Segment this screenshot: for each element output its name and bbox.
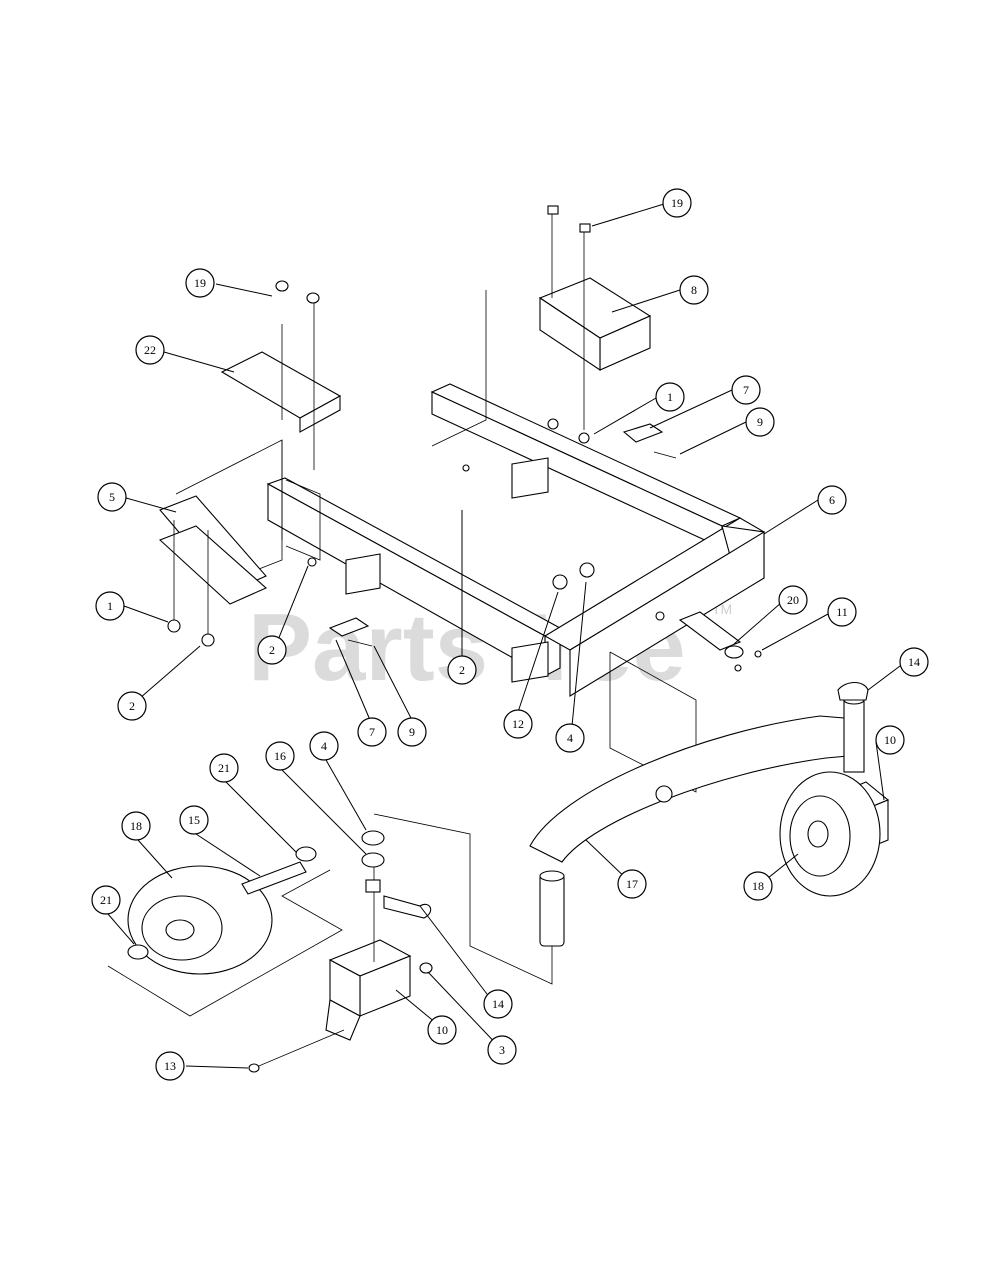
main-frame [175, 290, 766, 793]
callout-10-left: 10 [427, 1015, 457, 1045]
callout-13: 13 [155, 1051, 185, 1081]
callout-11: 11 [827, 597, 857, 627]
svg-text:18: 18 [130, 819, 142, 833]
svg-text:16: 16 [274, 749, 286, 763]
callout-3: 3 [487, 1035, 517, 1065]
svg-text:13: 13 [164, 1059, 176, 1073]
callout-16: 16 [265, 741, 295, 771]
callout-12: 12 [503, 709, 533, 739]
svg-text:9: 9 [757, 415, 763, 429]
leader-lines [107, 203, 901, 1069]
callout-4-left: 4 [309, 731, 339, 761]
svg-text:19: 19 [671, 196, 683, 210]
callout-20: 20 [778, 585, 808, 615]
callout-2-center: 2 [447, 655, 477, 685]
mounting-plate-22 [220, 280, 342, 470]
svg-text:5: 5 [109, 490, 115, 504]
svg-text:1: 1 [667, 390, 673, 404]
svg-text:12: 12 [512, 717, 524, 731]
callout-9-right: 9 [745, 407, 775, 437]
callout-10-right: 10 [875, 725, 905, 755]
front-axle-17 [373, 695, 865, 985]
svg-text:7: 7 [743, 383, 749, 397]
svg-text:17: 17 [626, 877, 638, 891]
callout-9-left: 9 [397, 717, 427, 747]
callout-14-right: 14 [899, 647, 929, 677]
bracket-5 [158, 495, 317, 647]
svg-text:18: 18 [752, 879, 764, 893]
svg-text:2: 2 [269, 643, 275, 657]
callout-21-top: 21 [209, 753, 239, 783]
svg-text:19: 19 [194, 276, 206, 290]
callout-1-left: 1 [95, 591, 125, 621]
svg-text:1: 1 [107, 599, 113, 613]
callout-7-right: 7 [731, 375, 761, 405]
svg-text:4: 4 [567, 731, 573, 745]
svg-text:2: 2 [459, 663, 465, 677]
svg-text:10: 10 [884, 733, 896, 747]
svg-text:6: 6 [829, 493, 835, 507]
callout-5: 5 [97, 482, 127, 512]
svg-text:15: 15 [188, 813, 200, 827]
svg-text:2: 2 [129, 699, 135, 713]
clips-and-pins [328, 423, 677, 647]
svg-text:21: 21 [218, 761, 230, 775]
left-caster-wheel [107, 846, 343, 1017]
callout-22: 22 [135, 335, 165, 365]
callout-6: 6 [817, 485, 847, 515]
callout-21-left: 21 [91, 885, 121, 915]
callout-1-right: 1 [655, 382, 685, 412]
svg-text:21: 21 [100, 893, 112, 907]
callout-2-mid-left: 2 [257, 635, 287, 665]
svg-text:22: 22 [144, 343, 156, 357]
svg-text:3: 3 [499, 1043, 505, 1057]
svg-text:10: 10 [436, 1023, 448, 1037]
svg-text:4: 4 [321, 739, 327, 753]
svg-text:7: 7 [369, 725, 375, 739]
svg-text:9: 9 [409, 725, 415, 739]
svg-text:8: 8 [691, 283, 697, 297]
callout-18-right: 18 [743, 871, 773, 901]
pivot-pin-20 [655, 611, 762, 672]
callout-15: 15 [179, 805, 209, 835]
callout-14-left: 14 [483, 989, 513, 1019]
callout-19-top: 19 [662, 188, 692, 218]
callout-4-right: 4 [555, 723, 585, 753]
svg-text:20: 20 [787, 593, 799, 607]
right-caster-wheel [779, 771, 890, 897]
callout-8: 8 [679, 275, 709, 305]
callout-19-left: 19 [185, 268, 215, 298]
svg-text:11: 11 [836, 605, 848, 619]
svg-text:14: 14 [908, 655, 920, 669]
callout-18-left: 18 [121, 811, 151, 841]
svg-text:14: 14 [492, 997, 504, 1011]
callout-17: 17 [617, 869, 647, 899]
caster-fork-10 [248, 681, 869, 1073]
callout-7-left: 7 [357, 717, 387, 747]
mounting-plate-8 [538, 205, 652, 444]
callout-2-left: 2 [117, 691, 147, 721]
